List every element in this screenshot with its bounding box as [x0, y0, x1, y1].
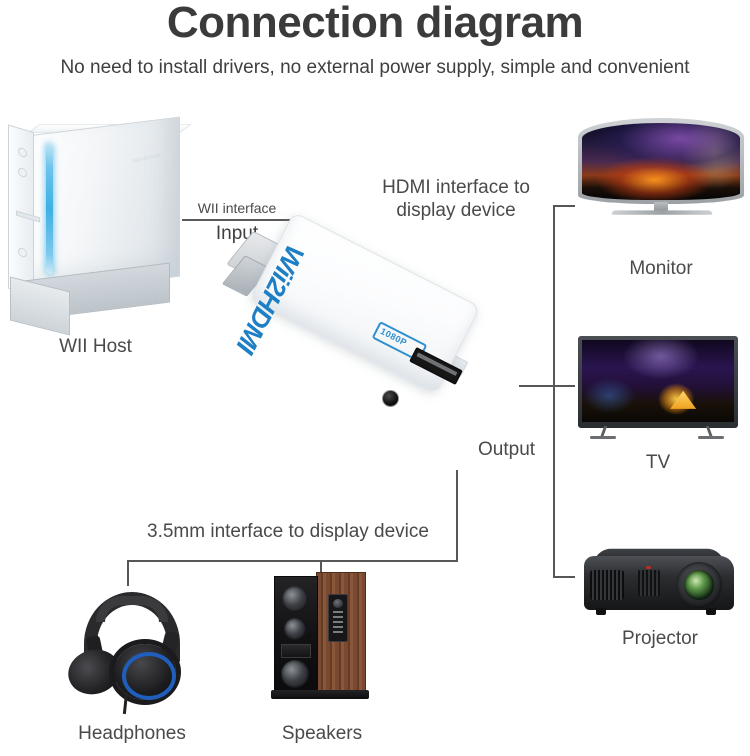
speaker-tweeter — [282, 586, 308, 612]
speaker-display-panel — [281, 644, 311, 658]
audio-branch-headphones — [127, 560, 129, 586]
speakers-image — [271, 572, 370, 700]
speaker-control-strip — [328, 594, 348, 642]
headphones-headband-pad — [96, 596, 168, 622]
monitor-stand-base — [610, 210, 714, 215]
wii-host-caption: WII Host — [59, 336, 132, 357]
projector-caption: Projector — [621, 628, 699, 649]
audio-interface-label: 3.5mm interface to display device — [147, 521, 429, 542]
wii-console-image: Nintendo — [8, 116, 192, 336]
tv-caption: TV — [645, 452, 671, 473]
projector-vent-left — [590, 570, 624, 600]
monitor-caption: Monitor — [629, 258, 693, 279]
bracket-stub-monitor — [553, 205, 575, 207]
projector-lens-glass — [684, 570, 714, 600]
speaker-midrange-driver — [284, 618, 306, 640]
page-title: Connection diagram — [166, 0, 584, 47]
bracket-stub-tv — [553, 385, 575, 387]
headphones-image — [62, 592, 202, 715]
audio-branch-speakers — [320, 560, 322, 576]
projector-lens-ring — [676, 562, 722, 608]
tv-frame — [578, 336, 738, 428]
audio-line-horizontal — [127, 560, 458, 562]
output-label: Output — [478, 439, 536, 460]
monitor-screen — [582, 123, 740, 200]
bracket-stub-adapter — [519, 385, 554, 387]
page-subtitle: No need to install drivers, no external … — [60, 57, 690, 78]
headphones-cable — [122, 691, 129, 715]
speaker-base — [271, 690, 369, 699]
monitor-image — [578, 118, 744, 228]
projector-image — [580, 546, 740, 624]
wii-logo: Nintendo — [132, 152, 161, 166]
audio-jack-port — [382, 390, 399, 407]
tv-screen-tent — [670, 390, 697, 409]
projector-foot-right — [706, 608, 716, 615]
wii-disc-slot-light — [46, 142, 53, 276]
projector-led-indicator — [646, 566, 651, 569]
headphones-caption: Headphones — [78, 723, 186, 744]
bracket-stub-projector — [553, 576, 575, 578]
wii2hdmi-adapter-image: Wii2HDMI 1080P — [221, 211, 522, 436]
projector-vent-center — [638, 570, 660, 596]
display-bracket-spine — [553, 205, 555, 577]
tv-image — [578, 336, 738, 440]
speaker-woofer — [281, 660, 309, 688]
tv-screen — [582, 340, 734, 422]
tv-foot-left — [590, 436, 616, 439]
monitor-frame — [578, 118, 744, 204]
label-divider — [182, 219, 292, 221]
speakers-caption: Speakers — [281, 723, 363, 744]
wii-interface-text: WII interface — [197, 200, 277, 216]
monitor-stand-neck — [654, 202, 668, 212]
projector-foot-left — [596, 608, 606, 615]
hdmi-interface-label: HDMI interface to display device — [382, 177, 530, 221]
headphones-blue-accent-ring — [122, 652, 176, 700]
tv-foot-right — [698, 436, 724, 439]
audio-line-vertical — [456, 470, 458, 561]
